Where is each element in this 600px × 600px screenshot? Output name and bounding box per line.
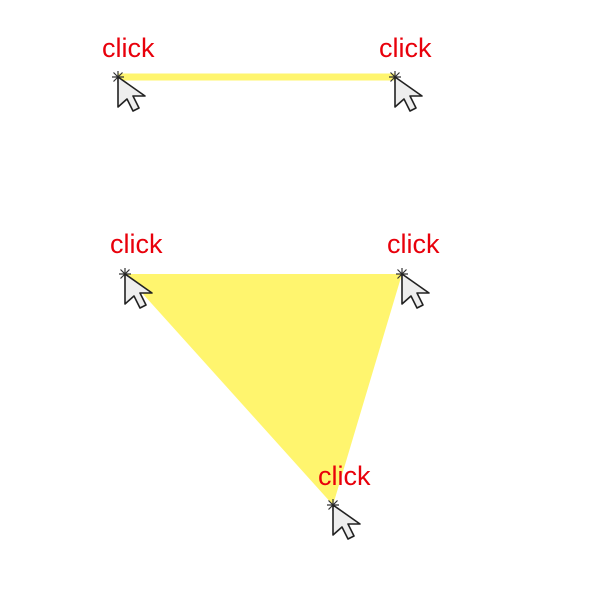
triangle-example: click click click (110, 229, 440, 540)
mouse-pointer-arrow-icon (117, 76, 146, 112)
click-label: click (102, 33, 155, 63)
click-point-1: click (102, 33, 155, 112)
yellow-triangle (125, 274, 402, 505)
click-label: click (110, 229, 163, 259)
click-point-1: click (110, 229, 163, 309)
mouse-pointer-arrow-icon (394, 76, 423, 112)
yellow-line (118, 73, 395, 81)
click-point-2: click (387, 229, 440, 309)
click-point-3: click (318, 461, 371, 540)
mouse-pointer-arrow-icon (124, 273, 153, 309)
line-example: click click (102, 33, 432, 112)
click-point-2: click (379, 33, 432, 112)
mouse-pointer-arrow-icon (332, 504, 361, 540)
click-label: click (379, 33, 432, 63)
click-label: click (318, 461, 371, 491)
mouse-pointer-arrow-icon (401, 273, 430, 309)
click-label: click (387, 229, 440, 259)
